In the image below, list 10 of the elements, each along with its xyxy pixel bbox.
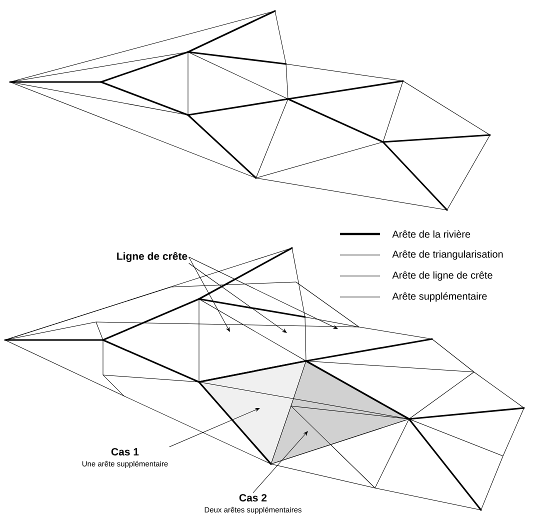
leader-line: [188, 262, 287, 333]
legend-entry: Arête supplémentaire: [340, 292, 487, 302]
leader-line: [169, 408, 260, 448]
label-text: Ligne de crête: [117, 252, 188, 262]
legend-entry: Arête de triangularisation: [340, 250, 503, 260]
leader-line: [188, 256, 338, 329]
leader-line: [252, 431, 308, 494]
leader-line: [188, 256, 230, 332]
legend-entry: Arête de ligne de crête: [340, 271, 492, 281]
legend-entry: Arête de la rivière: [340, 230, 470, 238]
